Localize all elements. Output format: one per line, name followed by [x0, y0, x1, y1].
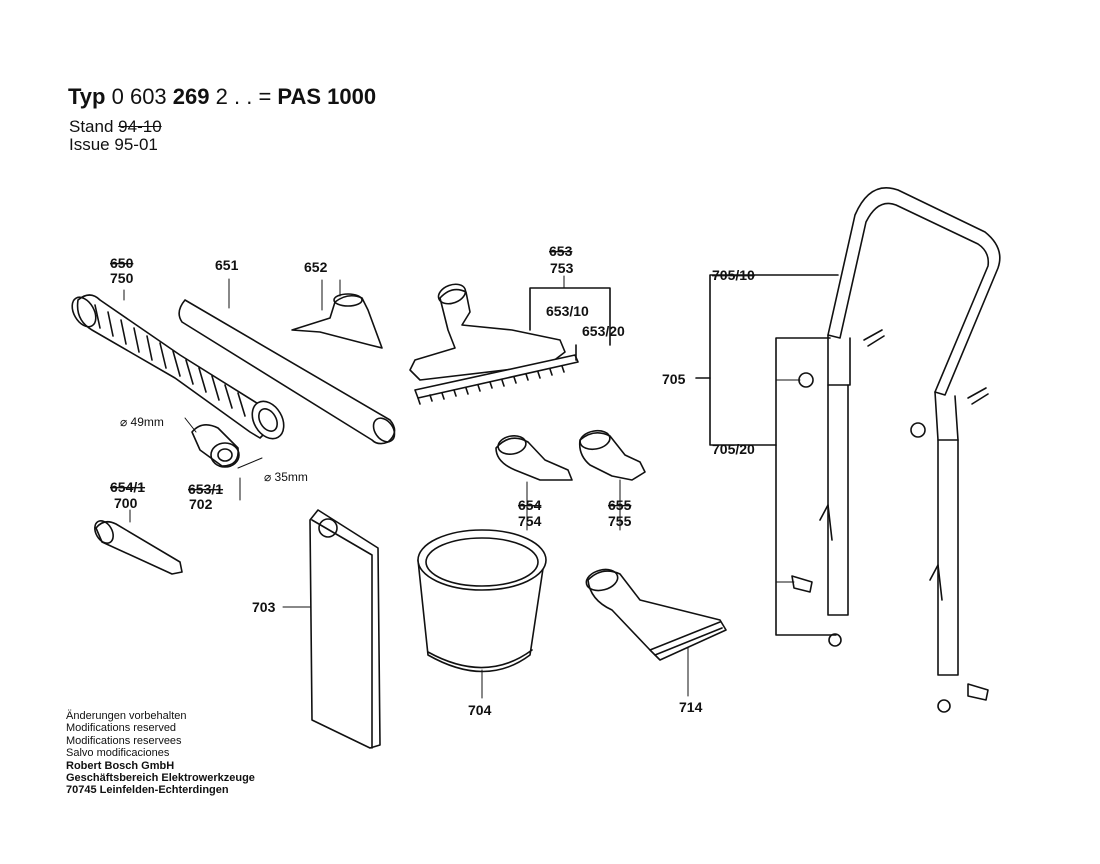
nozzle-714 — [585, 568, 727, 697]
label-651: 651 — [215, 257, 239, 273]
label-702: 702 — [189, 496, 213, 512]
label-652: 652 — [304, 259, 328, 275]
tube-651 — [178, 278, 396, 445]
label-diameter-49: ⌀ 49mm — [120, 415, 164, 429]
typ-label: Typ — [68, 84, 106, 109]
label-753-old: 653 — [549, 243, 573, 259]
label-diameter-35: ⌀ 35mm — [264, 470, 308, 484]
label-700: 700 — [114, 495, 138, 511]
issue-row: Issue 95-01 — [69, 136, 162, 154]
company-address: 70745 Leinfelden-Echterdingen — [66, 784, 229, 797]
label-705-20: 705/20 — [712, 441, 755, 457]
footer-notes: Änderungen vorbehalten Modifications res… — [66, 710, 255, 797]
stand-row: Stand 94-10 — [69, 118, 162, 136]
label-702-old: 653/1 — [188, 481, 223, 497]
label-753: 753 — [550, 260, 574, 276]
stand-label: Stand — [69, 117, 114, 136]
label-714: 714 — [679, 699, 703, 715]
label-705: 705 — [662, 371, 686, 387]
revision-block: Stand 94-10 Issue 95-01 — [69, 118, 162, 154]
hose-750 — [71, 294, 285, 440]
label-700-old: 654/1 — [110, 479, 145, 495]
typ-number: 0 603 — [111, 84, 167, 109]
label-754-old: 654 — [518, 497, 542, 513]
typ-number-bold: 269 — [172, 84, 210, 109]
label-653-20: 653/20 — [582, 323, 625, 339]
company-name: Robert Bosch GmbH — [66, 759, 175, 772]
label-755: 755 — [608, 513, 632, 529]
company-division: Geschäftsbereich Elektrowerkzeuge — [66, 772, 255, 785]
note-de: Änderungen vorbehalten — [66, 710, 187, 722]
container-704 — [417, 529, 547, 699]
typ-suffix: 2 . . = — [215, 84, 272, 109]
stand-value: 94-10 — [118, 117, 162, 136]
filter-bag-703 — [282, 509, 381, 749]
handle-705 — [695, 187, 1001, 713]
label-703: 703 — [252, 599, 276, 615]
label-754: 754 — [518, 513, 542, 529]
label-705-10: 705/10 — [712, 267, 755, 283]
label-750-old: 650 — [110, 255, 134, 271]
nozzle-754 — [495, 435, 573, 481]
nozzle-652 — [291, 279, 383, 349]
model-name: PAS 1000 — [277, 84, 377, 109]
floor-nozzle-753 — [409, 283, 611, 405]
leader-lines — [123, 275, 621, 531]
reducer-702 — [184, 417, 263, 501]
issue-value: 95-01 — [114, 135, 158, 154]
label-750: 750 — [110, 270, 134, 286]
note-fr: Modifications reservees — [66, 734, 182, 747]
issue-label: Issue — [69, 135, 110, 154]
note-en: Modifications reserved — [66, 722, 177, 735]
note-es: Salvo modificaciones — [66, 747, 170, 760]
nozzle-755 — [578, 429, 646, 481]
label-755-old: 655 — [608, 497, 632, 513]
type-line: Typ 0 603 269 2 . . = PAS 1000 — [68, 84, 376, 110]
label-653-10: 653/10 — [546, 303, 589, 319]
crevice-nozzle-700 — [94, 520, 183, 575]
label-704: 704 — [468, 702, 492, 718]
